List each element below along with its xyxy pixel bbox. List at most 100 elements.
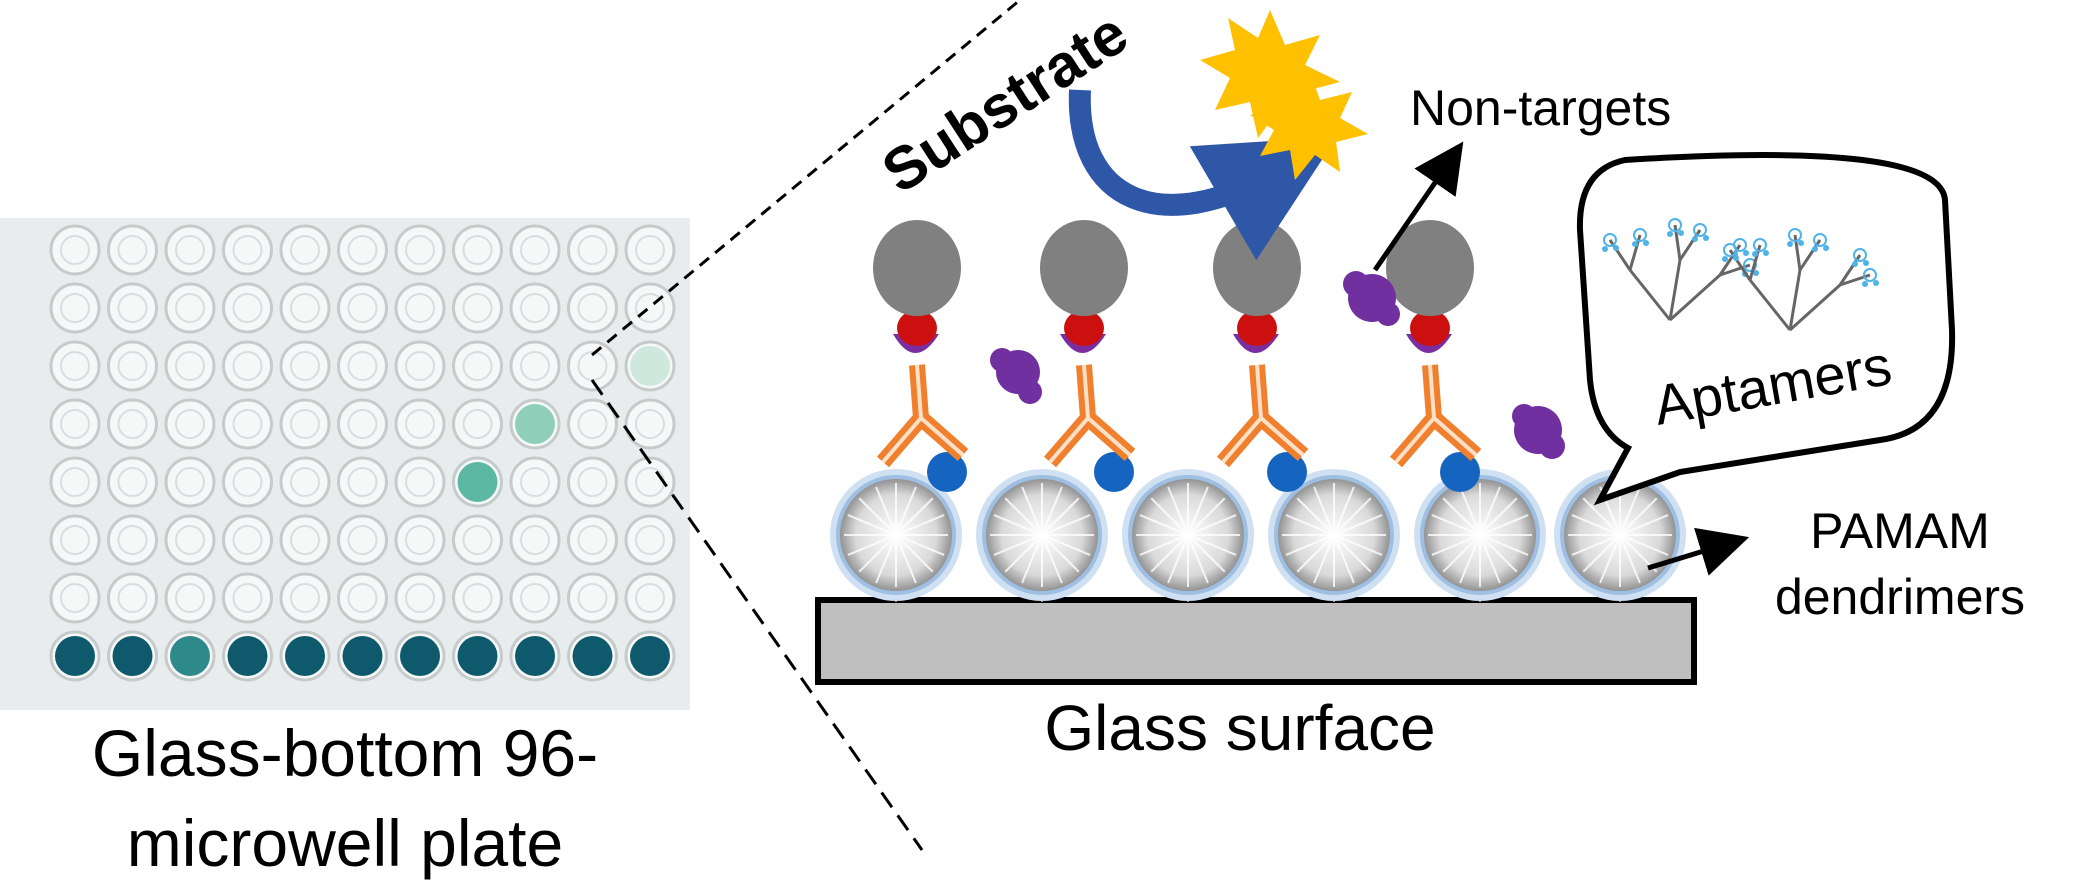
plate-label-line1: Glass-bottom 96- xyxy=(92,716,598,790)
well xyxy=(337,282,388,334)
well xyxy=(279,456,331,508)
well xyxy=(164,224,216,276)
well xyxy=(509,282,561,334)
aptamer-tree xyxy=(1722,228,1879,332)
non-targets-label: Non-targets xyxy=(1410,80,1671,136)
well xyxy=(394,340,446,392)
well xyxy=(164,398,216,450)
biosensor-stack xyxy=(873,220,969,492)
well xyxy=(222,282,273,334)
well xyxy=(452,224,503,276)
well xyxy=(337,630,388,682)
well xyxy=(624,340,676,392)
biosensor-stack xyxy=(1213,220,1309,492)
glass-surface-bar xyxy=(815,597,1697,685)
well xyxy=(49,630,101,682)
well xyxy=(452,630,503,682)
well xyxy=(567,456,618,508)
plate-wells xyxy=(49,224,676,682)
target xyxy=(1386,220,1474,316)
well xyxy=(164,514,216,566)
aptamer-trees xyxy=(1602,218,1879,332)
well xyxy=(624,282,676,334)
well xyxy=(394,282,446,334)
non-targets-arrow xyxy=(1372,141,1464,272)
well xyxy=(452,572,503,624)
well xyxy=(567,224,618,276)
well xyxy=(279,514,331,566)
well xyxy=(222,456,273,508)
well xyxy=(452,514,503,566)
well xyxy=(394,514,446,566)
well xyxy=(337,398,388,450)
zoom-line-bottom xyxy=(590,379,924,851)
callout-bubble xyxy=(1576,152,1956,506)
well xyxy=(394,572,446,624)
aptamers-callout: Aptamers xyxy=(1576,152,1956,506)
well xyxy=(222,340,273,392)
target xyxy=(1040,220,1128,316)
well xyxy=(279,224,331,276)
well xyxy=(107,456,158,508)
well xyxy=(624,224,676,276)
well xyxy=(49,456,101,508)
well xyxy=(567,630,618,682)
well xyxy=(222,224,273,276)
well xyxy=(337,456,388,508)
pamam-label-line2: dendrimers xyxy=(1775,569,2025,625)
well xyxy=(509,572,561,624)
well xyxy=(49,282,101,334)
well xyxy=(452,282,503,334)
well xyxy=(222,572,273,624)
aptamer-bead xyxy=(1267,452,1307,492)
aptamer-bead xyxy=(1440,452,1480,492)
biosensor-stacks xyxy=(873,220,1482,492)
well xyxy=(624,572,676,624)
microwell-plate xyxy=(0,218,690,710)
dendrimer xyxy=(830,469,962,602)
well xyxy=(222,398,273,450)
substrate-arrow xyxy=(1068,89,1338,261)
biosensor-stack xyxy=(1386,220,1482,492)
well xyxy=(567,398,618,450)
well xyxy=(509,398,561,450)
well xyxy=(107,282,158,334)
well xyxy=(279,340,331,392)
well xyxy=(394,398,446,450)
well xyxy=(337,340,388,392)
biosensor-stack xyxy=(1040,220,1136,492)
non-target-particle-3 xyxy=(1512,404,1565,459)
well xyxy=(509,456,561,508)
pamam-dendrimers xyxy=(830,469,1686,602)
aptamer-bead xyxy=(927,452,967,492)
well xyxy=(452,398,503,450)
well xyxy=(394,224,446,276)
well xyxy=(107,398,158,450)
well xyxy=(107,514,158,566)
well xyxy=(222,630,273,682)
well xyxy=(164,282,216,334)
well xyxy=(279,630,331,682)
well xyxy=(567,572,618,624)
well xyxy=(164,340,216,392)
well xyxy=(509,630,561,682)
antigen xyxy=(1410,310,1450,346)
well xyxy=(279,398,331,450)
well xyxy=(624,398,676,450)
antigen xyxy=(897,310,937,346)
dendrimer xyxy=(1122,469,1254,602)
well xyxy=(624,514,676,566)
target xyxy=(1213,220,1301,316)
dendrimer xyxy=(1414,469,1546,602)
dendrimer xyxy=(976,469,1108,602)
dendrimer xyxy=(1268,469,1400,602)
well xyxy=(567,514,618,566)
well xyxy=(509,340,561,392)
well xyxy=(509,514,561,566)
aptamer-tree xyxy=(1602,218,1759,322)
well xyxy=(394,630,446,682)
well xyxy=(107,224,158,276)
plate-label-line2: microwell plate xyxy=(127,806,563,880)
well xyxy=(279,282,331,334)
